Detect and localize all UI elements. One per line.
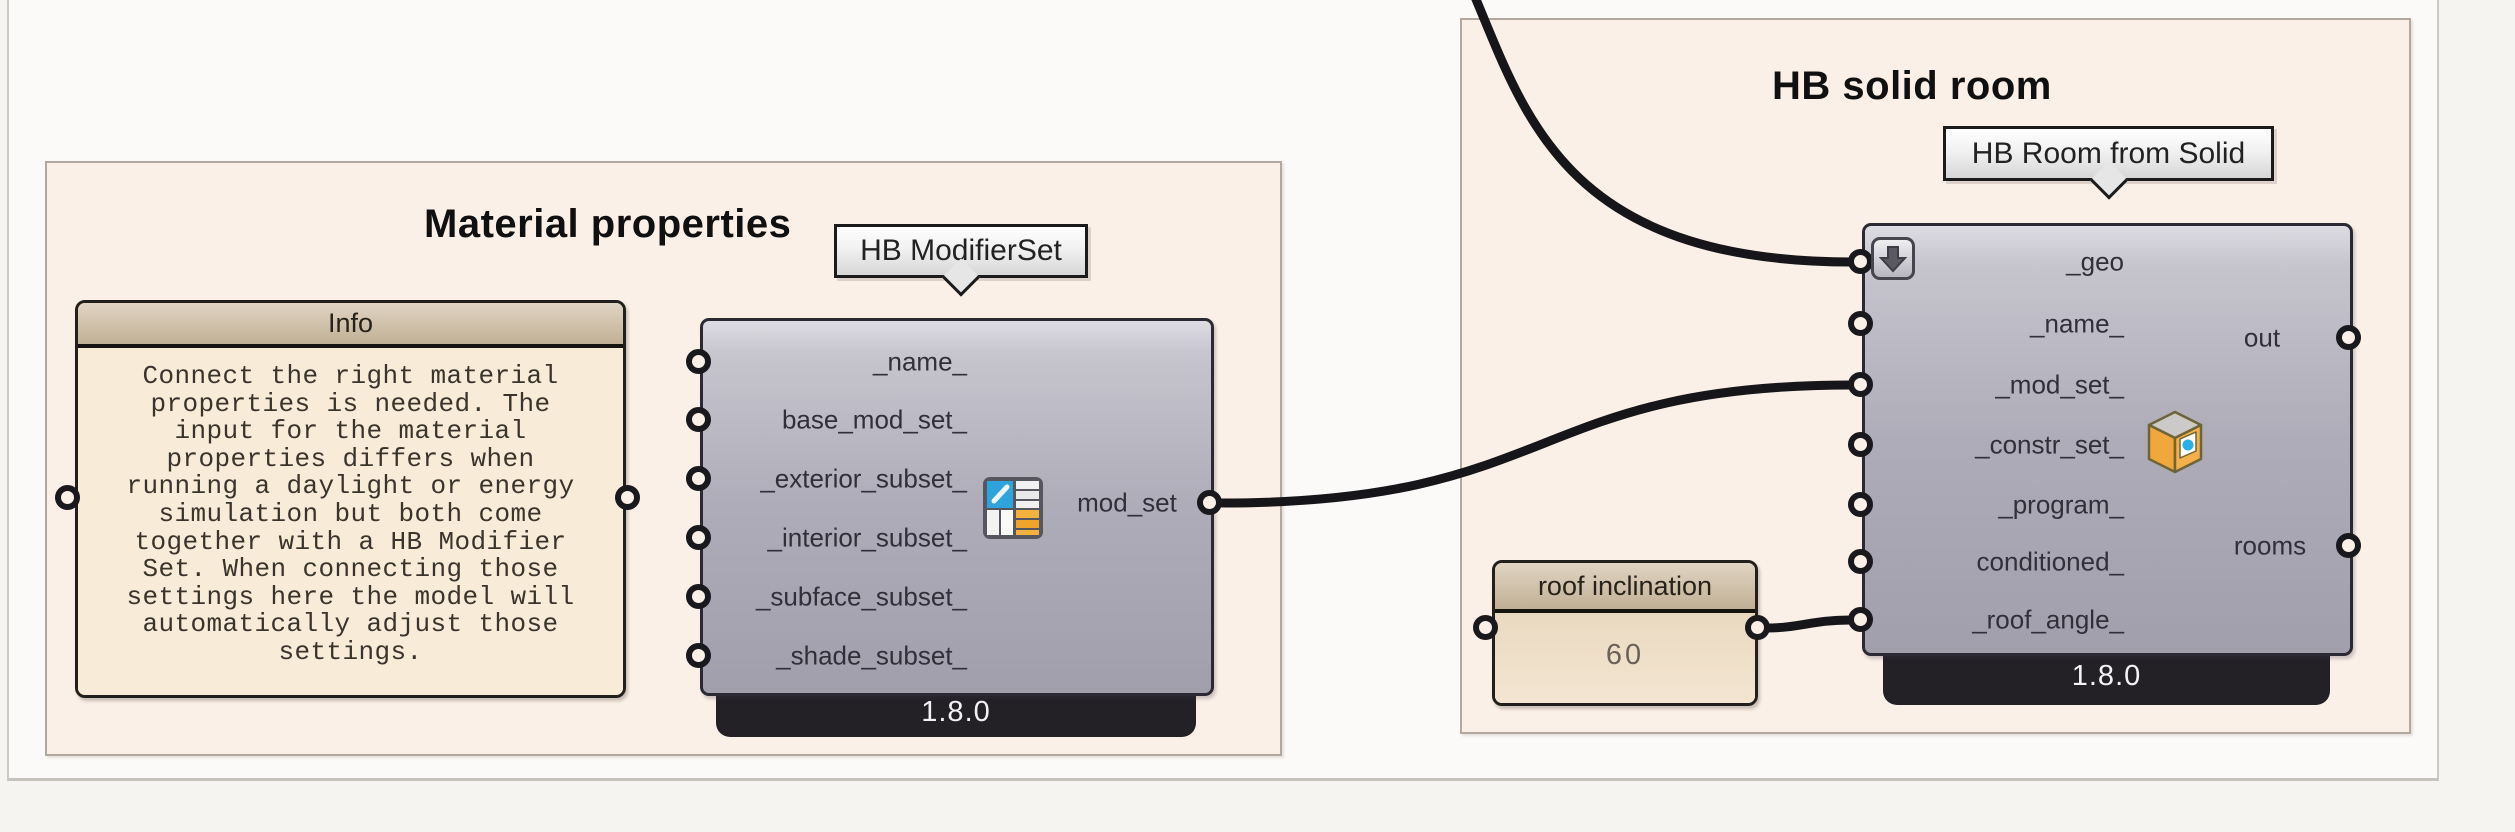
- output-label-out: out: [2243, 322, 2281, 353]
- input-label-constr-set: _constr_set_: [1975, 429, 2124, 460]
- room-from-solid-component[interactable]: [1862, 223, 2353, 656]
- input-label-geo: _geo: [2066, 246, 2124, 277]
- info-panel-header: Info: [78, 303, 623, 348]
- nub-name[interactable]: [686, 349, 711, 374]
- input-label-interior-subset: _interior_subset_: [767, 522, 967, 553]
- input-label-mod-set-in: _mod_set_: [1995, 369, 2124, 400]
- nub-geo[interactable]: [1848, 249, 1873, 274]
- nub-exterior-subset[interactable]: [686, 466, 711, 491]
- nub-shade-subset[interactable]: [686, 643, 711, 668]
- input-label-shade-subset: _shade_subset_: [776, 640, 967, 671]
- roof-panel-output-nub[interactable]: [1745, 615, 1770, 640]
- room-version-badge: 1.8.0: [1883, 648, 2330, 705]
- modifier-set-nametag[interactable]: HB ModifierSet: [834, 224, 1088, 297]
- wire-modset-to-modset-input[interactable]: [1217, 380, 1857, 508]
- nub-subface-subset[interactable]: [686, 584, 711, 609]
- group-title-material-properties: Material properties: [424, 202, 792, 246]
- modifier-set-component[interactable]: [700, 318, 1214, 696]
- down-arrow-icon: [1878, 245, 1908, 272]
- nub-mod-set-output[interactable]: [1197, 490, 1222, 515]
- input-label-room-name: _name_: [2030, 308, 2124, 339]
- nub-roof-angle[interactable]: [1848, 607, 1873, 632]
- nub-mod-set-in[interactable]: [1848, 372, 1873, 397]
- input-label-roof-angle: _roof_angle_: [1972, 604, 2124, 635]
- nub-rooms-output[interactable]: [2336, 533, 2361, 558]
- nub-interior-subset[interactable]: [686, 525, 711, 550]
- room-from-solid-nametag[interactable]: HB Room from Solid: [1943, 126, 2274, 200]
- nub-conditioned[interactable]: [1848, 549, 1873, 574]
- modifier-set-grid-icon: [982, 474, 1044, 545]
- wire-to-geo-input[interactable]: [1471, 0, 1857, 267]
- input-label-program: _program_: [1998, 489, 2124, 520]
- output-label-mod-set: mod_set: [1077, 487, 1177, 518]
- nub-program[interactable]: [1848, 492, 1873, 517]
- roof-inclination-panel[interactable]: roof inclination 60: [1492, 560, 1758, 706]
- roof-panel-header: roof inclination: [1495, 563, 1755, 613]
- nub-room-name[interactable]: [1848, 311, 1873, 336]
- wire-roof-panel-to-roof-angle[interactable]: [1761, 615, 1855, 633]
- input-label-name: _name_: [873, 346, 967, 377]
- modifier-set-version-badge: 1.8.0: [716, 688, 1196, 737]
- hb-room-cube-icon: [2146, 409, 2204, 480]
- input-label-exterior-subset: _exterior_subset_: [760, 463, 967, 494]
- output-label-rooms: rooms: [2233, 530, 2307, 561]
- roof-panel-value: 60: [1495, 613, 1755, 703]
- input-label-subface-subset: _subface_subset_: [755, 581, 967, 612]
- nub-base-mod-set[interactable]: [686, 407, 711, 432]
- geo-input-button[interactable]: [1871, 237, 1915, 280]
- info-panel[interactable]: Info Connect the right material properti…: [75, 300, 626, 698]
- input-label-conditioned: conditioned_: [1976, 546, 2124, 577]
- group-title-hb-solid-room: HB solid room: [1772, 64, 2052, 108]
- nub-out-output[interactable]: [2336, 325, 2361, 350]
- input-label-base-mod-set: base_mod_set_: [781, 404, 967, 435]
- info-panel-text: Connect the right material properties is…: [78, 348, 623, 695]
- roof-panel-input-nub[interactable]: [1473, 615, 1498, 640]
- info-panel-input-nub[interactable]: [55, 485, 80, 510]
- nub-constr-set[interactable]: [1848, 432, 1873, 457]
- info-panel-output-nub[interactable]: [615, 485, 640, 510]
